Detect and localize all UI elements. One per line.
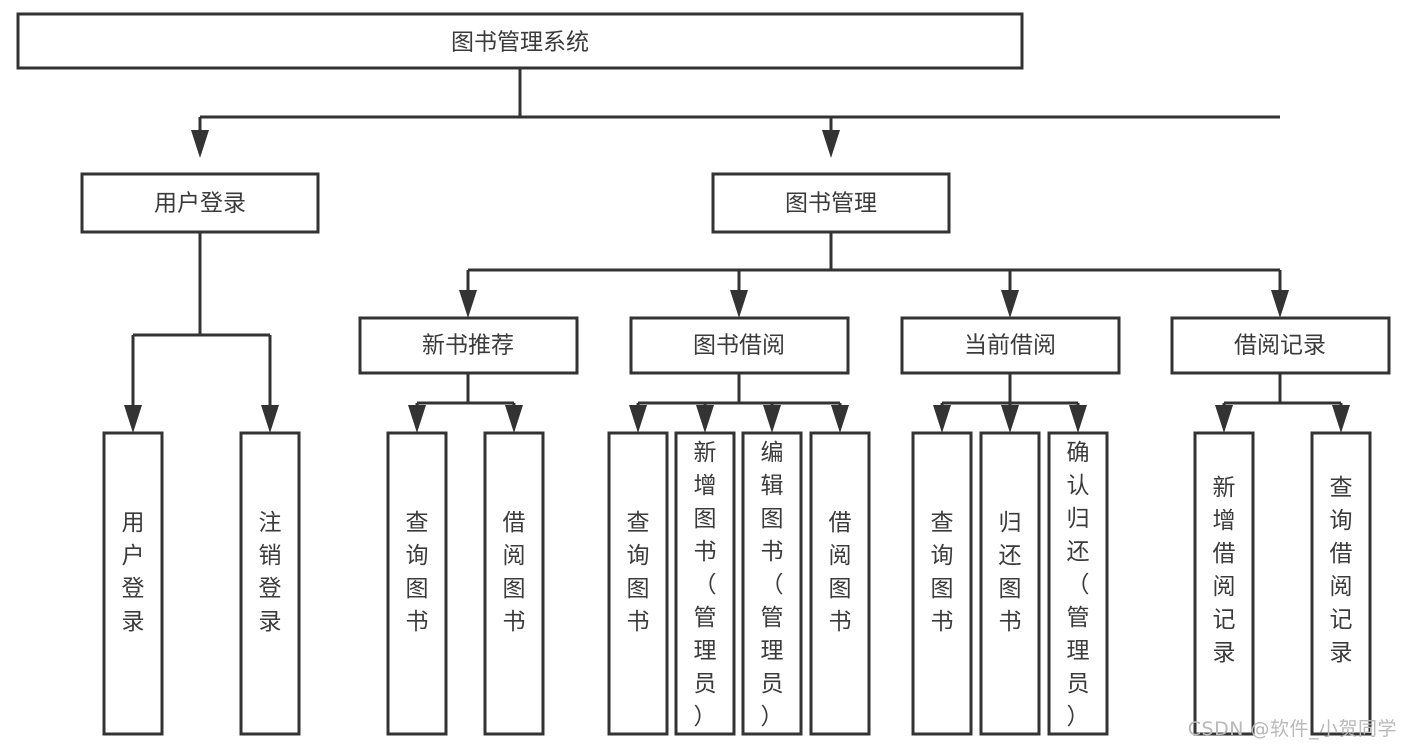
connector-layer [124,68,1350,433]
node-box-leaf-borrow-book-2[interactable] [809,431,871,736]
node-label-leaf-query-book-3: 查询图书 [931,510,954,635]
arrow-head-icon [1001,290,1019,318]
node-book-management[interactable]: 图书管理 [711,172,951,234]
node-label-new-book-recommend: 新书推荐 [422,333,514,359]
node-leaf-borrow-book-1[interactable]: 借阅图书 [483,431,545,736]
node-box-leaf-add-record[interactable] [1193,431,1255,736]
connector-bookborrow-to-leaves [629,373,849,433]
arrow-head-icon [763,405,781,433]
arrow-head-icon [408,405,426,433]
node-borrow-record[interactable]: 借阅记录 [1170,316,1391,375]
arrow-head-icon [696,405,714,433]
node-leaf-query-book-1[interactable]: 查询图书 [386,431,448,736]
node-label-leaf-user-login: 用户登录 [122,510,145,635]
connector-borrowrecord-to-leaves [1215,373,1350,433]
arrow-head-icon [933,405,951,433]
node-leaf-query-book-2[interactable]: 查询图书 [607,431,669,736]
node-box-leaf-query-book-3[interactable] [911,431,973,736]
connector-currentborrow-to-leaves [933,373,1087,433]
arrow-head-icon [1001,405,1019,433]
node-label-leaf-borrow-book-1: 借阅图书 [503,510,526,635]
arrow-head-icon [505,405,523,433]
arrow-head-icon [191,130,209,158]
node-leaf-query-book-3[interactable]: 查询图书 [911,431,973,736]
node-label-user-login: 用户登录 [154,191,246,217]
arrow-head-icon [822,130,840,158]
node-label-borrow-record: 借阅记录 [1234,333,1326,359]
node-box-book-management[interactable] [711,172,951,234]
arrow-head-icon [1271,290,1289,318]
node-box-user-login[interactable] [80,172,320,234]
node-leaf-return-book[interactable]: 归还图书 [979,431,1041,736]
arrow-head-icon [1069,405,1087,433]
node-box-leaf-user-logout[interactable] [239,431,301,736]
node-label-leaf-query-book-2: 查询图书 [627,510,650,635]
node-box-leaf-add-book[interactable] [674,431,736,736]
arrow-head-icon [831,405,849,433]
node-current-borrow[interactable]: 当前借阅 [900,316,1121,375]
arrow-head-icon [124,405,142,433]
node-box-borrow-record[interactable] [1170,316,1391,375]
node-box-book-borrow[interactable] [629,316,850,375]
node-box-leaf-borrow-book-1[interactable] [483,431,545,736]
node-leaf-add-record[interactable]: 新增借阅记录 [1193,431,1255,736]
node-user-login[interactable]: 用户登录 [80,172,320,234]
node-box-leaf-query-book-1[interactable] [386,431,448,736]
leaf-layer: 用户登录 注销登录 查询图书 借阅图书 查询图书 新增图书（管理员） [102,431,1372,736]
node-label-root: 图书管理系统 [451,30,589,56]
connector-newbook-to-leaves [408,373,523,433]
node-label-current-borrow: 当前借阅 [964,333,1056,359]
arrow-head-icon [629,405,647,433]
node-label-leaf-return-book: 归还图书 [999,510,1022,635]
node-box-leaf-edit-book[interactable] [741,431,803,736]
node-leaf-edit-book[interactable]: 编辑图书（管理员） [741,431,803,736]
connector-root-to-level2 [191,68,1280,158]
node-label-leaf-add-record: 新增借阅记录 [1213,475,1236,666]
node-leaf-user-login[interactable]: 用户登录 [102,431,164,736]
node-book-borrow[interactable]: 图书借阅 [629,316,850,375]
node-leaf-add-book[interactable]: 新增图书（管理员） [674,431,736,736]
node-label-leaf-borrow-book-2: 借阅图书 [829,510,852,635]
node-box-leaf-query-record[interactable] [1310,431,1372,736]
node-box-new-book-recommend[interactable] [358,316,579,375]
node-leaf-confirm-return[interactable]: 确认归还（管理员） [1047,431,1109,736]
node-label-leaf-add-book: 新增图书（管理员） [694,440,717,730]
node-label-book-management: 图书管理 [785,191,877,217]
node-leaf-user-logout[interactable]: 注销登录 [239,431,301,736]
arrow-head-icon [261,405,279,433]
node-leaf-query-record[interactable]: 查询借阅记录 [1310,431,1372,736]
node-box-leaf-user-login[interactable] [102,431,164,736]
node-box-leaf-confirm-return[interactable] [1047,431,1109,736]
arrow-head-icon [1332,405,1350,433]
node-label-book-borrow: 图书借阅 [693,333,785,359]
node-label-leaf-user-logout: 注销登录 [259,510,282,635]
arrow-head-icon [1215,405,1233,433]
node-label-leaf-edit-book: 编辑图书（管理员） [761,440,784,730]
node-new-book-recommend[interactable]: 新书推荐 [358,316,579,375]
node-label-leaf-confirm-return: 确认归还（管理员） [1067,440,1090,730]
node-box-leaf-return-book[interactable] [979,431,1041,736]
arrow-head-icon [459,290,477,318]
connector-userlogin-to-leaves [124,232,279,433]
node-leaf-borrow-book-2[interactable]: 借阅图书 [809,431,871,736]
connector-bookmanagement-to-level3 [459,232,1289,318]
node-box-root[interactable] [16,12,1024,70]
arrow-head-icon [730,290,748,318]
node-box-current-borrow[interactable] [900,316,1121,375]
node-label-leaf-query-book-1: 查询图书 [406,510,429,635]
node-box-leaf-query-book-2[interactable] [607,431,669,736]
node-root[interactable]: 图书管理系统 [16,12,1024,70]
node-label-leaf-query-record: 查询借阅记录 [1330,475,1353,666]
